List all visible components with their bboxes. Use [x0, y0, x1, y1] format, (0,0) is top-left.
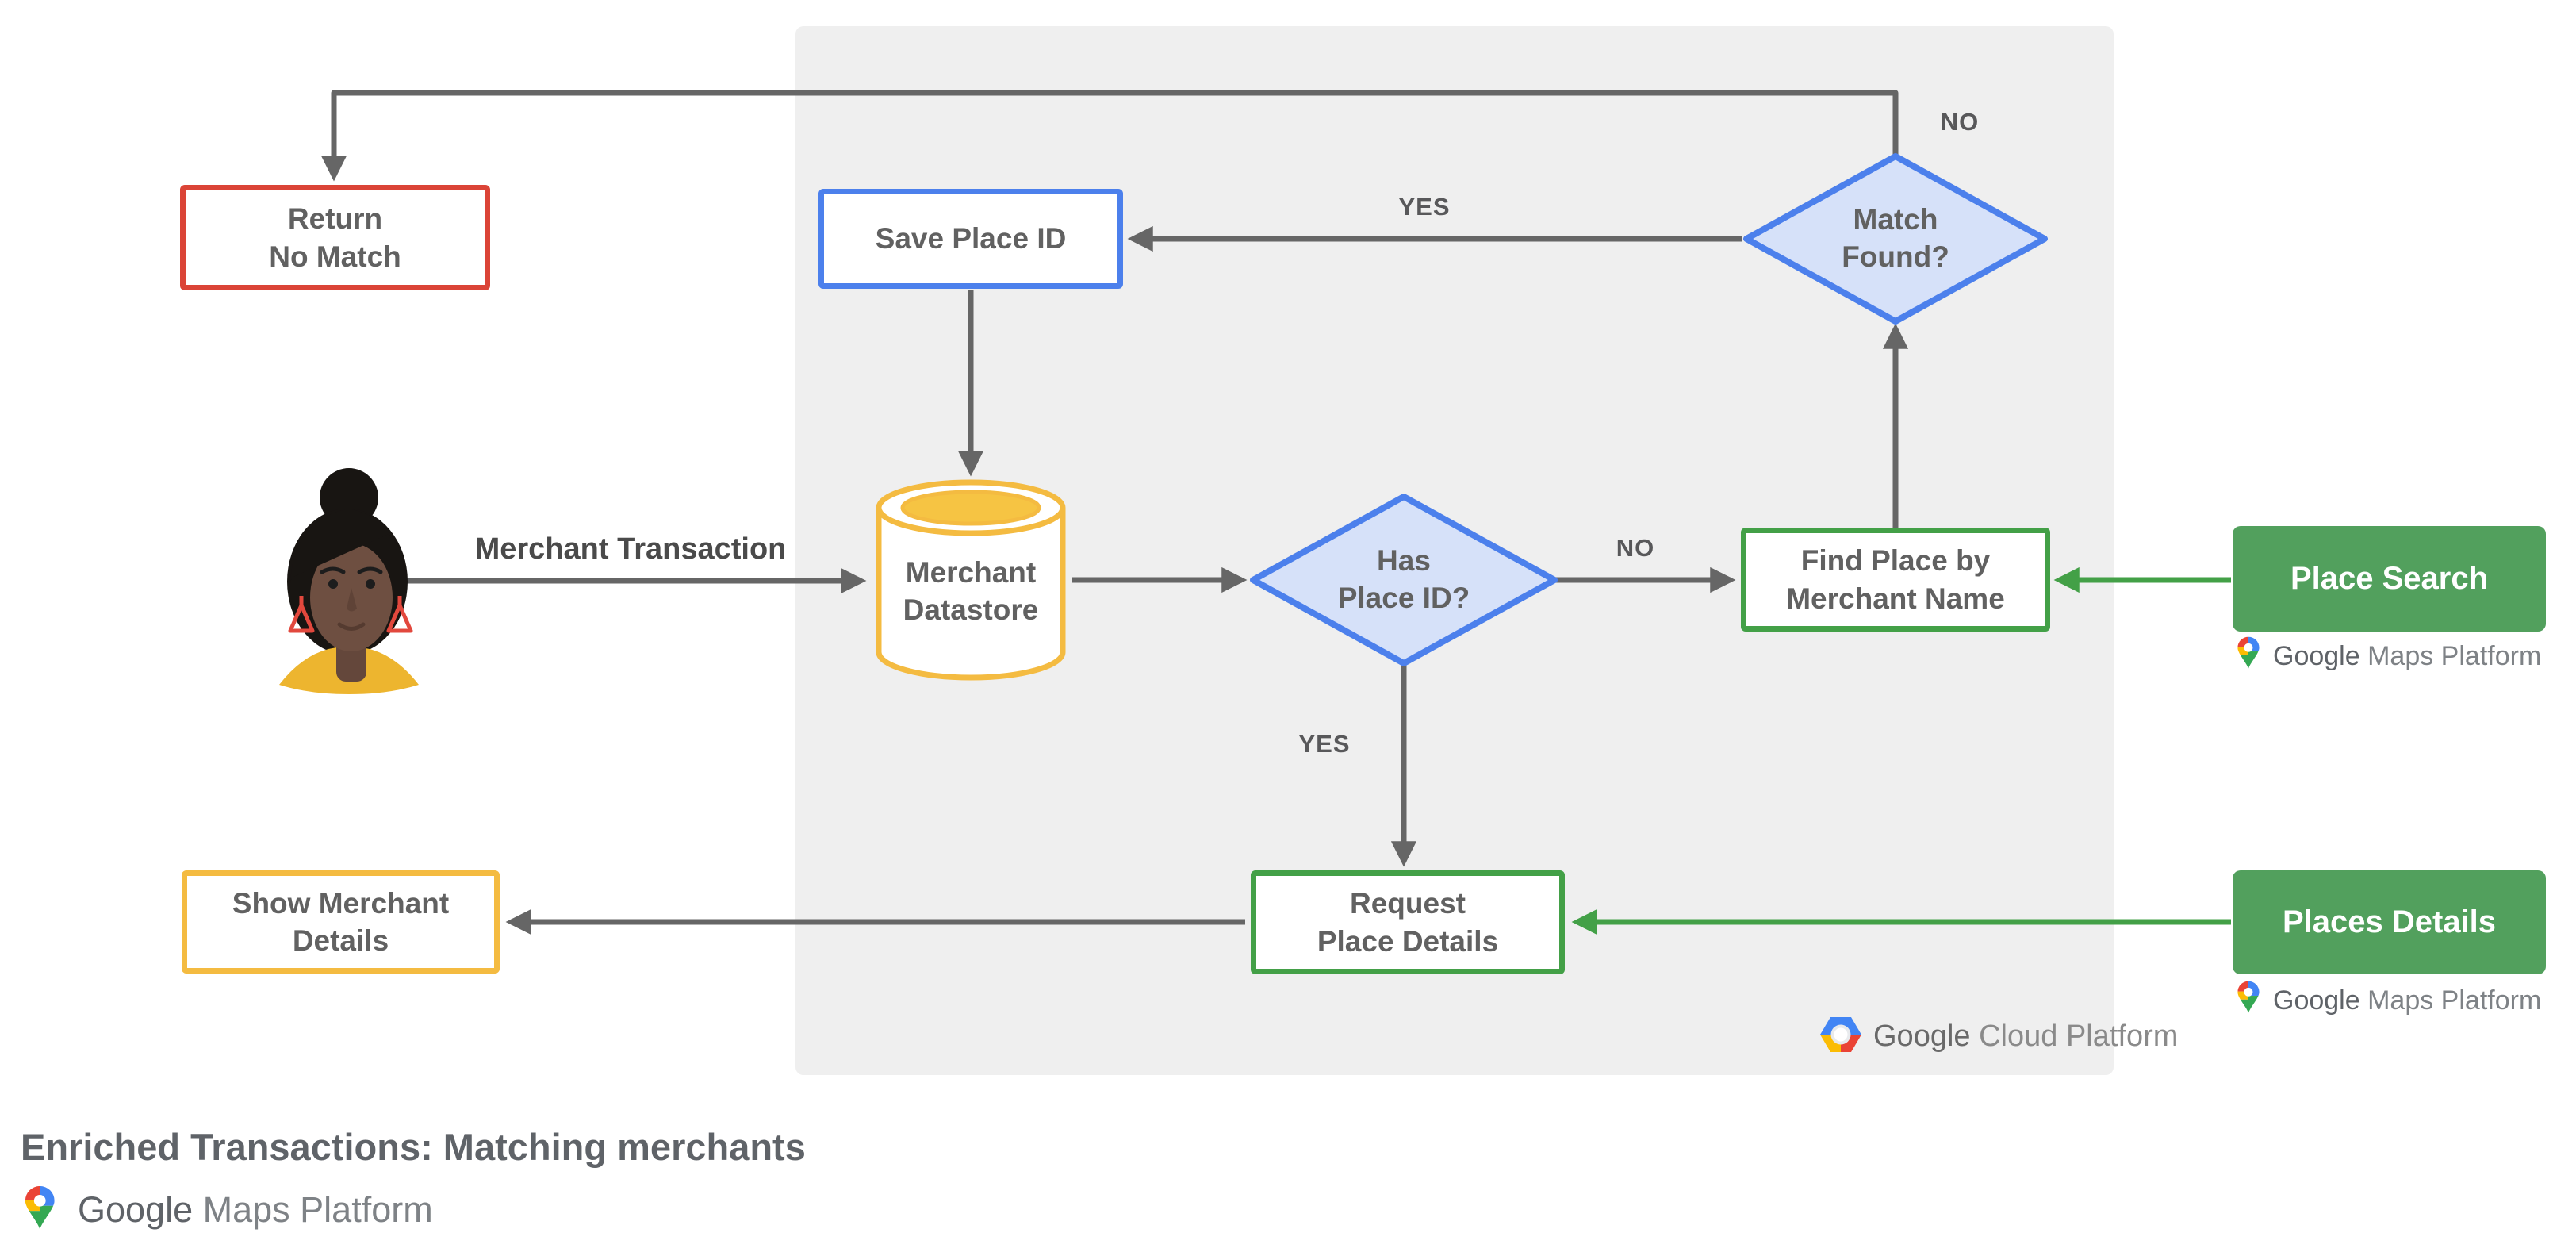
google-maps-platform-lockup: Google Maps Platform: [2273, 639, 2541, 673]
gmp-rest-text: Maps Platform: [2359, 985, 2542, 1016]
diagram-title: Enriched Transactions: Matching merchant…: [21, 1126, 806, 1168]
node-find-place-by-merchant-name: Find Place by Merchant Name: [1741, 528, 2050, 632]
gcp-rest-text: Cloud Platform: [1970, 1020, 2179, 1053]
api-places-details: Places Details: [2233, 870, 2546, 974]
google-maps-pin-icon: [2237, 981, 2260, 1014]
edge-label-merchant-transaction: Merchant Transaction: [474, 532, 787, 566]
google-maps-platform-lockup: Google Maps Platform: [78, 1187, 433, 1233]
api-place-search: Place Search: [2233, 526, 2546, 632]
edge-label-match-found-yes: YES: [1398, 193, 1451, 221]
gmp-google-text: Google: [2273, 985, 2360, 1016]
gmp-google-text: Google: [2273, 641, 2360, 671]
edge-label-match-found-no: NO: [1940, 108, 1980, 136]
edge-label-has-place-id-no: NO: [1616, 534, 1655, 562]
user-avatar: [279, 468, 419, 694]
datastore-cylinder: [876, 479, 1066, 681]
api-edge-lines: [1571, 566, 2231, 935]
node-save-place-id: Save Place ID: [818, 189, 1123, 289]
google-maps-pin-icon: [24, 1185, 56, 1231]
node-request-place-details: Request Place Details: [1251, 870, 1565, 974]
label-match-found: Match Found?: [1842, 203, 1949, 274]
google-maps-platform-lockup: Google Maps Platform: [2273, 984, 2541, 1017]
gmp-google-text: Google: [78, 1189, 194, 1230]
gmp-rest-text: Maps Platform: [193, 1189, 433, 1230]
edge-lines: [320, 90, 1909, 935]
earrings: [288, 596, 413, 633]
decision-match-found: [1743, 153, 2048, 325]
edge-label-has-place-id-yes: YES: [1298, 730, 1351, 758]
label-merchant-datastore: Merchant Datastore: [903, 556, 1039, 627]
edge-matchfound-no-to-return: [320, 90, 1899, 182]
decision-has-place-id: [1250, 494, 1558, 666]
gmp-rest-text: Maps Platform: [2359, 641, 2542, 671]
gcp-google-text: Google: [1873, 1020, 1971, 1053]
google-maps-pin-icon: [2237, 636, 2260, 670]
google-cloud-platform-lockup: Google Cloud Platform: [1873, 1018, 2178, 1054]
node-show-merchant-details: Show Merchant Details: [182, 870, 500, 974]
node-return-no-match: Return No Match: [180, 185, 490, 290]
google-cloud-platform-icon: [1820, 1017, 1861, 1052]
label-has-place-id: Has Place ID?: [1337, 544, 1470, 615]
